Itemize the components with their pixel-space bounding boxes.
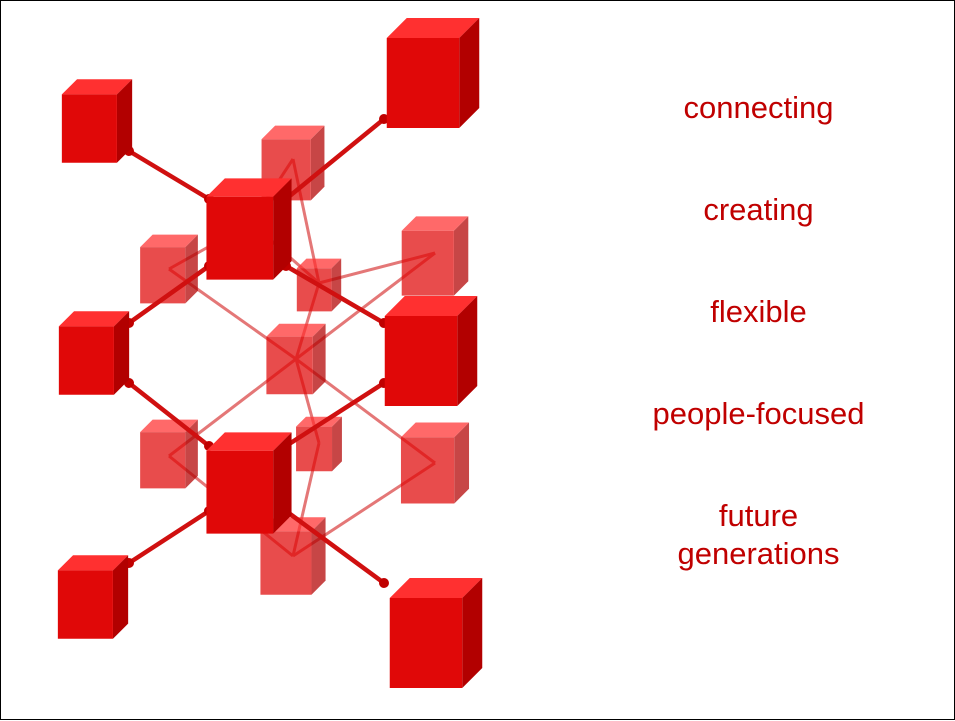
- keyword-future-generations: future generations: [677, 498, 840, 571]
- keyword-people-focused: people-focused: [652, 396, 865, 431]
- keyword-flexible: flexible: [710, 294, 807, 329]
- keyword-creating: creating: [703, 192, 814, 227]
- front-connector-rods: [126, 116, 387, 586]
- keyword-connecting: connecting: [683, 90, 834, 125]
